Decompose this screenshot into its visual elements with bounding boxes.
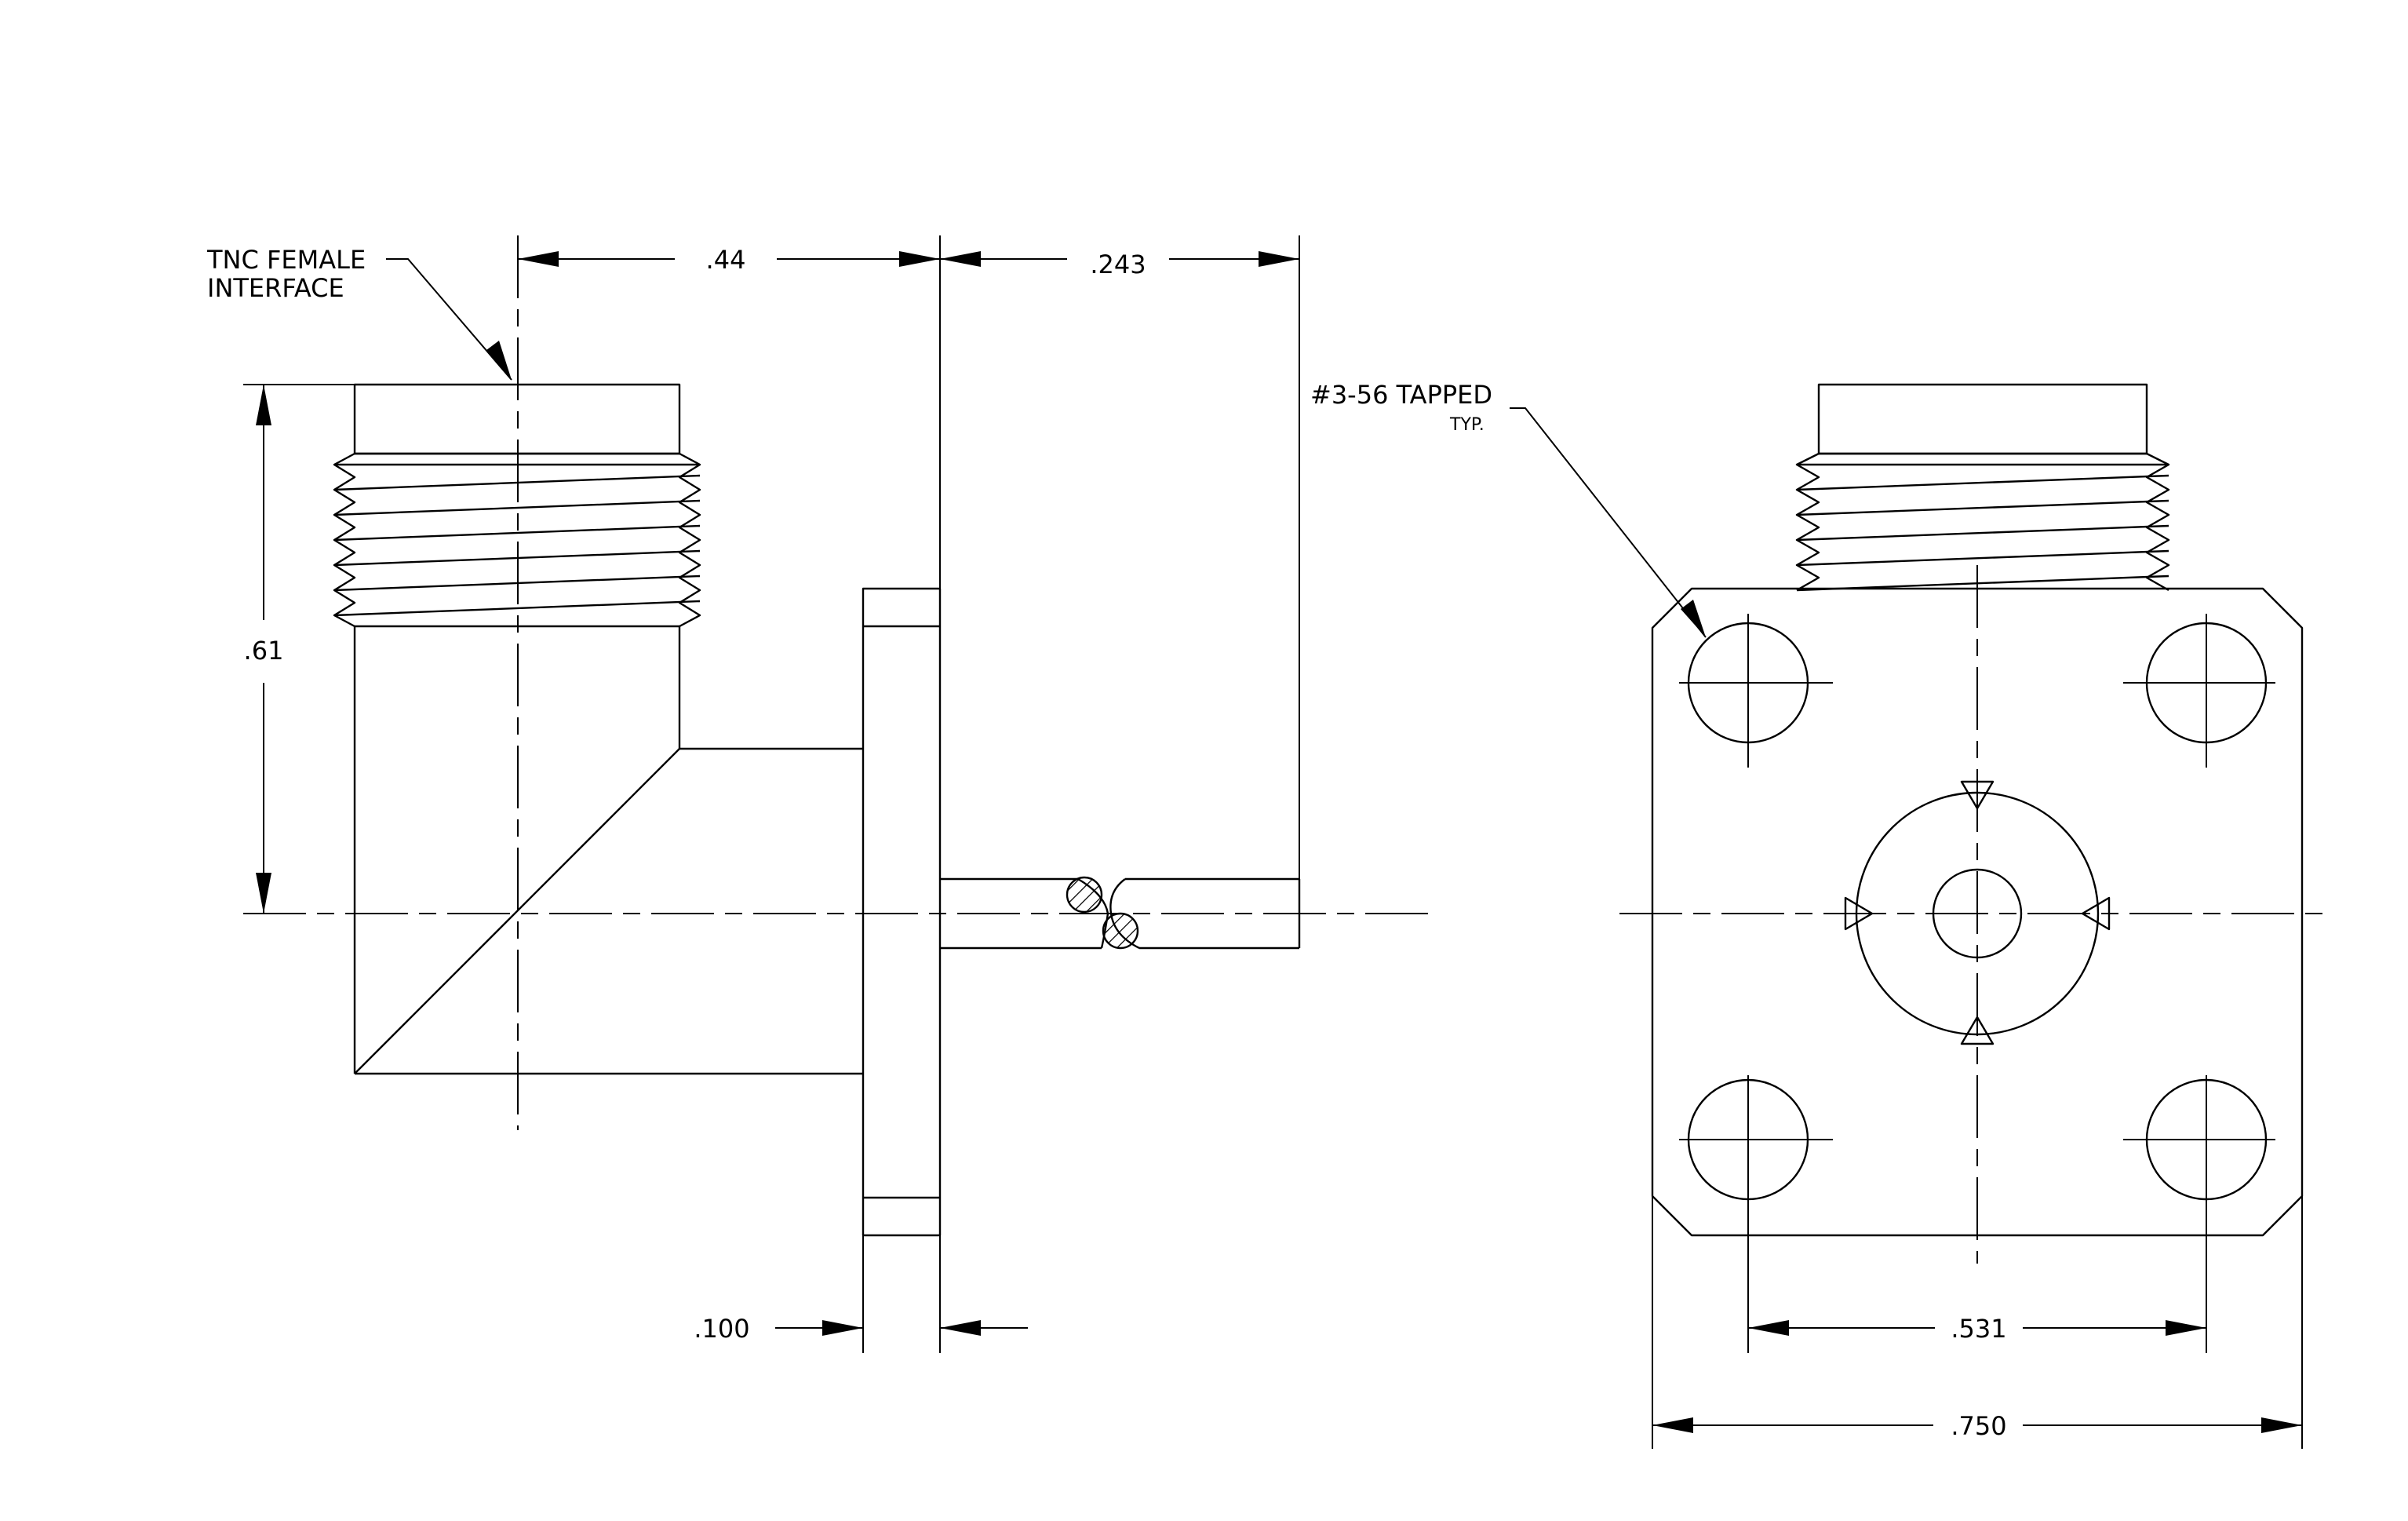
dimension-44-label: .44 — [706, 245, 746, 275]
dimension-531: .531 — [1748, 1314, 2206, 1344]
dimension-750: .750 — [1652, 1411, 2302, 1441]
flange-side — [862, 587, 942, 1237]
break-hatch-top — [1066, 876, 1103, 914]
front-view — [1619, 383, 2330, 1449]
interface-callout: TNC FEMALE INTERFACE — [206, 245, 512, 381]
dimension-100: .100 — [694, 1314, 1028, 1344]
tapped-label: #3-56 TAPPED — [1310, 380, 1492, 410]
tapped-sub-label: TYP. — [1449, 415, 1485, 435]
interface-label-line1: TNC FEMALE — [206, 245, 366, 275]
flange-front — [1651, 587, 2304, 1237]
dimension-61-label: .61 — [244, 636, 284, 666]
dimension-243: .243 — [940, 250, 1299, 279]
connector-body — [353, 626, 863, 1075]
dimension-750-label: .750 — [1951, 1411, 2006, 1441]
dimension-100-label: .100 — [694, 1314, 749, 1344]
interface-label-line2: INTERFACE — [207, 273, 344, 303]
dimension-531-label: .531 — [1951, 1314, 2006, 1344]
front-connector-cap — [1817, 383, 2148, 455]
dimension-61: .61 — [244, 385, 284, 914]
dimension-44: .44 — [518, 245, 940, 275]
contact-pin — [940, 876, 1301, 950]
break-hatch-bottom — [1102, 912, 1139, 950]
dimension-243-label: .243 — [1090, 250, 1146, 279]
mounting-holes — [1679, 614, 2275, 1353]
body-diagonal — [354, 748, 680, 1074]
thread-right-profile — [678, 452, 701, 628]
tapped-callout: #3-56 TAPPED TYP. — [1310, 380, 1707, 638]
side-view — [243, 235, 1428, 1353]
front-thread-section — [1795, 452, 2170, 592]
